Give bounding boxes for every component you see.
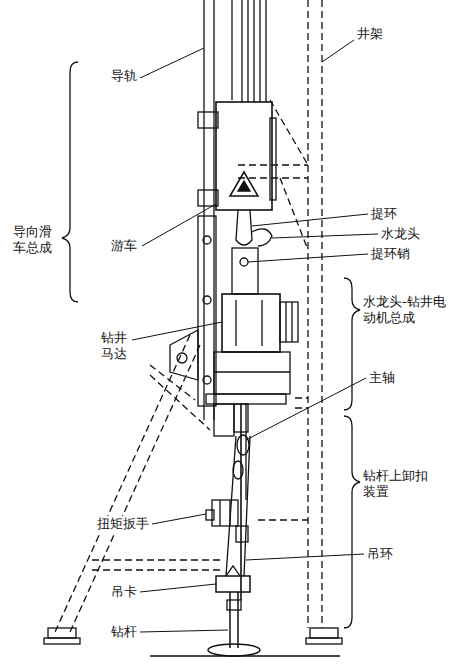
link	[226, 436, 236, 576]
traveling-block	[216, 102, 272, 210]
part-label: 提环销	[370, 246, 411, 262]
part-label: 钻杆	[110, 624, 138, 640]
label: 井架	[356, 26, 384, 42]
bracket	[344, 278, 360, 410]
swivel	[232, 248, 258, 294]
part-label: 提环	[370, 206, 398, 222]
main-shaft	[240, 404, 242, 600]
torque-wrench	[212, 500, 238, 526]
part-label: 吊卡	[110, 584, 138, 600]
wire-rope	[242, 0, 266, 102]
derrick	[55, 0, 322, 632]
assembly-label: 钻杆上卸扣装置	[362, 468, 434, 501]
elevator	[216, 576, 250, 592]
part-label: 主轴	[368, 370, 396, 386]
gooseneck	[252, 229, 272, 246]
part-label: 游车	[110, 238, 138, 254]
part-label: 扭矩扳手	[96, 516, 150, 532]
rotary-table	[208, 644, 260, 656]
bail	[236, 210, 252, 245]
leader-line	[132, 40, 378, 632]
part-label: 钻井马达	[100, 330, 132, 363]
bracket	[62, 62, 78, 302]
gear-housing	[214, 352, 290, 394]
drilling-motor	[222, 294, 280, 352]
assembly-label: 导向滑车总成	[12, 224, 56, 257]
assembly-label: 水龙头-钻井电动机总成	[362, 294, 456, 327]
part-label: 水龙头	[380, 226, 421, 242]
part-label: 吊环	[366, 546, 394, 562]
bracket	[344, 416, 360, 628]
label: 导轨	[110, 68, 138, 84]
